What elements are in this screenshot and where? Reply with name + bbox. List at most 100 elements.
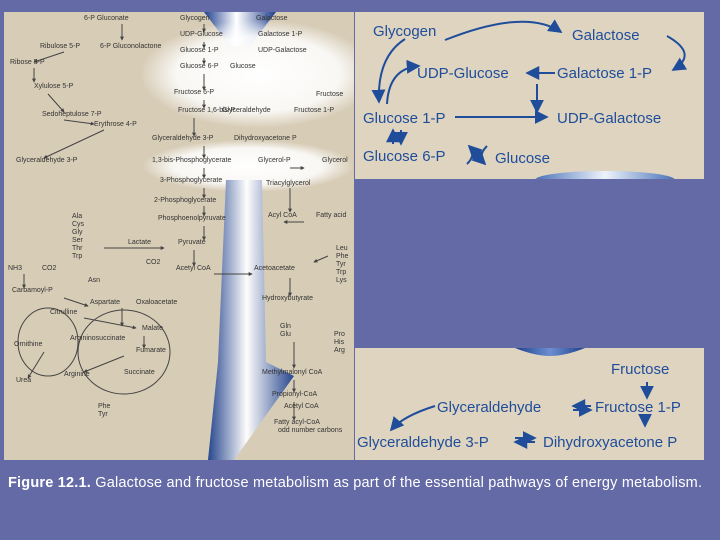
tca-cycle-ring (77, 309, 171, 395)
map-amino-acid-label: Trp (336, 269, 346, 276)
caption-label: Figure 12.1. (8, 475, 91, 491)
map-hexose-label: Glucose (230, 63, 256, 70)
fructose-funnel-hint (515, 348, 585, 356)
arrow-galactose-to-galactose1p (666, 35, 688, 71)
map-hexose-label: Fructose 6-P (174, 89, 214, 96)
map-arrow (27, 351, 45, 379)
map-tca-label: Propionyl-CoA (272, 391, 317, 398)
central-pathway-column (208, 180, 294, 460)
map-urea-cycle-label: Asn (88, 277, 100, 284)
galactose-diagram: Glycogen Galactose UDP-Glucose Galactose… (363, 19, 688, 179)
map-arrow (47, 93, 65, 113)
label-glucose-6p: Glucose 6-P (363, 148, 446, 165)
label-glucose-1p: Glucose 1-P (363, 110, 446, 127)
map-hexose-label: Glyceraldehyde 3-P (152, 135, 214, 142)
label-udp-glucose: UDP-Glucose (417, 65, 509, 82)
map-urea-cycle-label: NH3 (8, 265, 22, 272)
map-glycolysis-label: Pyruvate (178, 239, 206, 246)
map-arrow (83, 355, 125, 373)
label-glycogen: Glycogen (373, 23, 436, 40)
map-urea-cycle-label: Ornithine (14, 341, 43, 348)
map-hexose-label: Fructose 1-P (294, 107, 334, 114)
map-pentose-label: Sedoheptulose 7-P (42, 111, 102, 118)
map-tca-label: Gln (280, 323, 291, 330)
map-urea-cycle-label: Arginine (64, 371, 90, 378)
label-fructose-1p: Fructose 1-P (595, 399, 681, 416)
map-glycolysis-label: Acyl CoA (268, 212, 297, 219)
map-arrow (313, 255, 329, 263)
fructose-panel: Fructose Glyceraldehyde Fructose 1-P Gly… (355, 348, 704, 460)
map-amino-acid-label: Ser (72, 237, 84, 244)
map-arrow (43, 129, 105, 159)
map-urea-cycle-label: Malate (142, 325, 163, 332)
label-glyceraldehyde: Glyceraldehyde (437, 399, 541, 416)
map-arrow (83, 317, 137, 330)
label-udp-galactose: UDP-Galactose (557, 110, 661, 127)
map-hexose-label: Glucose 1-P (180, 47, 219, 54)
map-arrow (63, 297, 89, 307)
map-tca-label: Fatty acyl-CoA (274, 419, 320, 426)
map-hexose-label: UDP-Glucose (180, 31, 223, 38)
map-tca-label: His (334, 339, 345, 346)
map-hexose-label: Galactose (256, 15, 288, 22)
label-galactose: Galactose (572, 27, 640, 44)
map-pentose-label: Ribose 5-P (10, 59, 45, 66)
arrow-glucose1p-to-udpglucose (386, 59, 421, 105)
map-hexose-label: Fructose 1,6-bis-P (178, 107, 236, 114)
label-glucose: Glucose (495, 150, 550, 167)
map-arrow (33, 51, 65, 63)
label-dihydroxyacetone-p: Dihydroxyacetone P (543, 434, 677, 451)
map-urea-cycle-label: CO2 (42, 265, 57, 272)
map-glycolysis-label: 1,3-bis-Phosphoglycerate (152, 157, 231, 164)
arrow-glucose-cycle-2 (466, 144, 483, 165)
fructose-highlight-glow (142, 140, 354, 192)
map-glycolysis-label: Phosphoenolpyruvate (158, 215, 226, 222)
arrow-glycogen-to-glucose1p (371, 38, 406, 104)
map-urea-cycle-label: Carbamoyl-P (12, 287, 53, 294)
galactose-panel: Glycogen Galactose UDP-Glucose Galactose… (355, 12, 704, 179)
map-tca-label: Arg (334, 347, 345, 354)
map-tca-label: Pro (334, 331, 345, 338)
map-glycolysis-label: CO2 (146, 259, 161, 266)
label-fructose: Fructose (611, 361, 669, 378)
map-amino-acid-label: Trp (72, 253, 82, 260)
arrow-glucose-cycle-1 (471, 145, 488, 166)
map-urea-cycle-label: Oxaloacetate (136, 299, 177, 306)
map-urea-cycle-label: Tyr (98, 411, 108, 418)
galactose-funnel-hint (535, 171, 675, 179)
label-glyceraldehyde-3p: Glyceraldehyde 3-P (357, 434, 489, 451)
map-glycolysis-label: Fatty acid (316, 212, 346, 219)
map-pentose-label: 6-P Gluconate (84, 15, 129, 22)
map-urea-cycle-label: Citrulline (50, 309, 77, 316)
map-amino-acid-label: Tyr (336, 261, 346, 268)
map-glycolysis-label: Acetyl CoA (176, 265, 211, 272)
map-urea-cycle-label: Fumarate (136, 347, 166, 354)
map-pentose-label: Xylulose 5-P (34, 83, 74, 90)
map-hexose-label: Dihydroxyacetone P (234, 135, 297, 142)
map-urea-cycle-label: Argininosuccinate (70, 335, 125, 342)
map-amino-acid-label: Lys (336, 277, 347, 284)
map-pentose-label: Ribulose 5-P (40, 43, 80, 50)
arrow-udpglucose-to-galactose (444, 19, 563, 41)
map-glycolysis-label: Hydroxybutyrate (262, 295, 313, 302)
label-galactose-1p: Galactose 1-P (557, 65, 652, 82)
map-hexose-label: Glyceraldehyde (222, 107, 271, 114)
map-hexose-label: Galactose 1-P (258, 31, 303, 38)
arrow-glyceraldehyde-to-g3p (389, 405, 436, 432)
map-glycolysis-label: Glycerol (322, 157, 348, 164)
map-pentose-label: Erythrose 4-P (94, 121, 137, 128)
map-amino-acid-label: Phe (336, 253, 349, 260)
map-urea-cycle-label: Succinate (124, 369, 155, 376)
map-glycolysis-label: 3-Phosphoglycerate (160, 177, 222, 184)
map-tca-label: Acetyl CoA (284, 403, 319, 410)
caption-text: Galactose and fructose metabolism as par… (91, 475, 703, 491)
map-tca-label: odd number carbons (278, 427, 343, 434)
map-urea-cycle-label: Urea (16, 377, 31, 384)
map-amino-acid-label: Thr (72, 245, 83, 252)
map-tca-label: Methylmalonyl CoA (262, 369, 323, 376)
map-hexose-label: Glucose 6-P (180, 63, 219, 70)
map-tca-label: Glu (280, 331, 291, 338)
map-glycolysis-label: Glycerol-P (258, 157, 291, 164)
